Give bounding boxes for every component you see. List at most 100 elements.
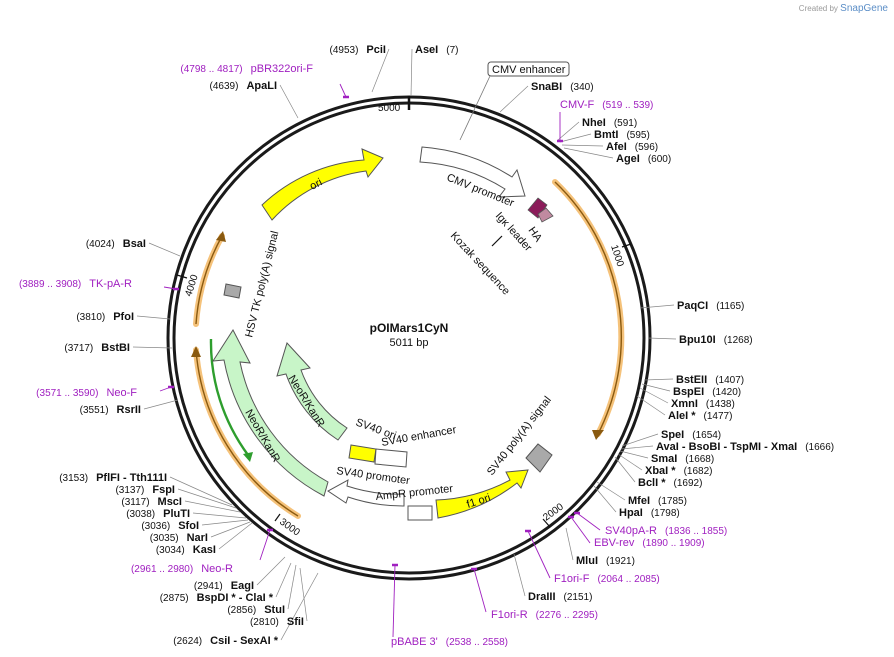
site-position: (1477) <box>704 411 733 422</box>
site-label: AleI *(1477) <box>668 410 732 422</box>
site-label: (2810)SfiI <box>250 616 304 628</box>
feature-ampr-promoter-arrow <box>407 505 433 521</box>
site-7[interactable]: PaqCI(1165) <box>639 300 744 312</box>
site-23[interactable]: (2810)SfiI <box>250 567 308 628</box>
site-name: AgeI <box>616 153 640 165</box>
site-5[interactable]: AfeI(596) <box>561 141 658 153</box>
site-16[interactable]: XbaI *(1682) <box>617 453 712 477</box>
site-13[interactable]: SpeI(1654) <box>621 429 721 447</box>
primer-4[interactable]: F1ori-F(2064 .. 2085) <box>525 529 660 585</box>
site-11[interactable]: XmnI(1438) <box>639 387 735 410</box>
site-2[interactable]: SnaBI(340) <box>499 81 594 113</box>
primer-5[interactable]: F1ori-R(2276 .. 2295) <box>471 567 598 621</box>
primer-7[interactable]: (2961 .. 2980)Neo-R <box>131 528 273 575</box>
site-9[interactable]: BstEII(1407) <box>643 374 744 386</box>
site-name: DraIII <box>528 591 556 603</box>
feature-ampr-promoter-tail <box>327 479 405 507</box>
site-name: BstEII <box>676 374 707 386</box>
site-label: SnaBI(340) <box>531 81 594 93</box>
site-position: (596) <box>635 142 658 153</box>
site-leader-line <box>499 85 529 113</box>
site-name: XmnI <box>671 398 698 410</box>
site-label: (2624)CsiI - SexAI * <box>173 635 278 647</box>
primer-name: F1ori-F <box>554 573 590 585</box>
site-leader-line <box>371 48 390 93</box>
site-position: (4953) <box>330 45 359 56</box>
neo-thin-arc-arrowhead <box>243 452 253 462</box>
site-leader-line <box>639 304 675 309</box>
site-leader-line <box>614 456 636 483</box>
site-10[interactable]: BspEI(1420) <box>641 383 741 398</box>
primer-9[interactable]: (3889 .. 3908)TK-pA-R <box>19 278 179 291</box>
site-27[interactable]: (3034)KasI <box>156 522 253 556</box>
primer-sites: (4798 .. 4817)pBR322ori-F CMV-F(519 .. 53… <box>19 63 727 648</box>
site-name: CsiI - SexAI * <box>210 635 279 647</box>
primer-name: Neo-R <box>201 563 233 575</box>
site-24[interactable]: (2856)StuI <box>227 564 297 616</box>
site-name: Bpu10I <box>679 334 716 346</box>
tick-1000-mark <box>621 243 632 248</box>
site-35[interactable]: (3717)BstBI <box>64 342 173 354</box>
primer-3[interactable]: EBV-rev(1890 .. 1909) <box>568 515 705 549</box>
site-33[interactable]: (3153)PflFI - Tth111I <box>59 472 233 506</box>
site-25[interactable]: (2875)BspDI * - ClaI * <box>160 562 292 604</box>
primer-name: CMV-F <box>560 99 595 111</box>
site-29[interactable]: (3036)SfoI <box>141 519 249 532</box>
site-0[interactable]: (4953) PciI <box>330 44 390 93</box>
site-3[interactable]: NheI(591) <box>557 117 637 141</box>
site-20[interactable]: MluI(1921) <box>565 527 635 567</box>
site-label: BclI *(1692) <box>638 477 702 489</box>
site-17[interactable]: BclI *(1692) <box>614 456 702 489</box>
primer-label: (3889 .. 3908)TK-pA-R <box>19 278 132 290</box>
restriction-sites: (4953) PciI AseI(7) SnaBI(340) NheI(591)BmtI… <box>59 44 834 647</box>
site-30[interactable]: (3038)PluTI <box>126 508 247 520</box>
site-8[interactable]: Bpu10I (1268) <box>647 334 753 346</box>
site-label: AfeI(596) <box>606 141 658 153</box>
site-12[interactable]: AleI *(1477) <box>636 395 732 422</box>
site-position: (1268) <box>724 335 753 346</box>
primer-label: EBV-rev(1890 .. 1909) <box>594 537 705 549</box>
site-position: (595) <box>626 130 649 141</box>
feature-sv40-ori-box <box>348 444 377 463</box>
primer-1[interactable]: CMV-F(519 .. 539) <box>557 99 653 143</box>
site-19[interactable]: HpaI(1798) <box>593 485 680 519</box>
primer-range: (4798 .. 4817) <box>180 64 242 75</box>
site-leader-line <box>148 242 181 257</box>
primer-label: (2961 .. 2980)Neo-R <box>131 563 233 575</box>
site-14[interactable]: AvaI - BsoBI - TspMI - XmaI(1666) <box>620 441 834 453</box>
site-32[interactable]: (3137)FspI <box>115 484 237 509</box>
primer-name: TK-pA-R <box>89 278 132 290</box>
site-37[interactable]: (4024)BsaI <box>86 238 181 257</box>
site-label: (3810)PfoI <box>76 311 134 323</box>
primer-0[interactable]: (4798 .. 4817)pBR322ori-F <box>180 63 349 99</box>
site-38[interactable]: (4639)ApaLI <box>210 80 299 119</box>
site-position: (600) <box>648 154 671 165</box>
site-15[interactable]: SmaI(1668) <box>619 450 714 465</box>
site-1[interactable]: AseI(7) <box>410 44 458 97</box>
site-21[interactable]: DraIII(2151) <box>513 553 592 603</box>
feature-sv40-polya-box <box>525 443 553 473</box>
site-leader-line <box>619 450 649 459</box>
primer-name: SV40pA-R <box>605 525 657 537</box>
site-18[interactable]: MfeI(1785) <box>596 481 687 507</box>
site-label: HpaI(1798) <box>619 507 680 519</box>
site-28[interactable]: (3035)NarI <box>150 521 251 544</box>
site-26[interactable]: (2941)EagI <box>194 556 286 592</box>
site-name: SnaBI <box>531 81 562 93</box>
site-22[interactable]: (2624)CsiI - SexAI * <box>173 572 319 647</box>
site-36[interactable]: (3810)PfoI <box>76 311 171 323</box>
site-6[interactable]: AgeI (600) <box>563 147 671 165</box>
site-position: (3038) <box>126 509 155 520</box>
site-label: BspEI(1420) <box>673 386 741 398</box>
site-34[interactable]: (3551)RsrII <box>80 399 179 416</box>
primer-8[interactable]: (3571 .. 3590)Neo-F <box>36 385 174 399</box>
site-name: SpeI <box>661 429 684 441</box>
site-position: (1165) <box>716 301 744 312</box>
site-position: (3810) <box>76 312 105 323</box>
primer-2[interactable]: SV40pA-R(1836 .. 1855) <box>574 511 727 537</box>
site-name: PciI <box>366 44 386 56</box>
site-31[interactable]: (3117)MscI <box>121 496 241 513</box>
primer-6[interactable]: pBABE 3'(2538 .. 2558) <box>391 563 508 648</box>
site-4[interactable]: BmtI(595) <box>559 129 650 143</box>
site-label: (3117)MscI <box>121 496 182 508</box>
